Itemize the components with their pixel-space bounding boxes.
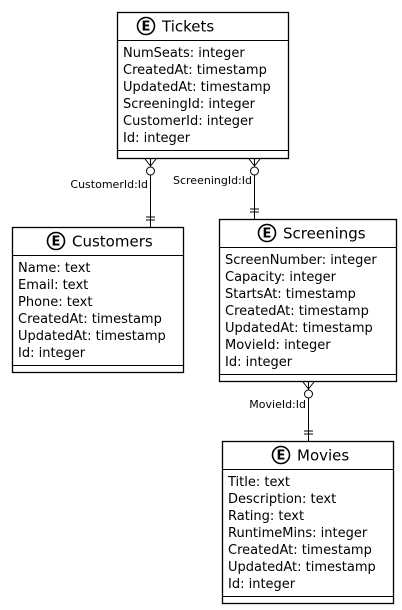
entity-title: Customers bbox=[72, 233, 153, 251]
entity-field: Email: text bbox=[18, 278, 88, 293]
entity-title: Tickets bbox=[161, 18, 214, 36]
svg-text:E: E bbox=[142, 20, 151, 35]
entity-field: CreatedAt: timestamp bbox=[228, 543, 372, 558]
entity-field: Id: integer bbox=[123, 131, 191, 146]
entity-title: Screenings bbox=[283, 225, 366, 243]
relationship-tickets-customers: CustomerId:Id bbox=[70, 158, 157, 227]
entity-field: CreatedAt: timestamp bbox=[123, 63, 267, 78]
relationship-tickets-screenings: ScreeningId:Id bbox=[173, 158, 261, 219]
entity-customers-box bbox=[11, 226, 185, 374]
entity-field: Phone: text bbox=[18, 295, 92, 310]
entity-field: Id: integer bbox=[225, 355, 293, 370]
entity-screenings: E Screenings ScreenNumber: integer Capac… bbox=[218, 218, 398, 383]
entity-field: ScreeningId: integer bbox=[123, 97, 256, 112]
entity-movies-box bbox=[221, 440, 395, 605]
entity-tickets-box bbox=[116, 11, 290, 160]
entity-tickets: E Tickets NumSeats: integer CreatedAt: t… bbox=[116, 11, 290, 160]
entity-title: Movies bbox=[297, 447, 349, 465]
svg-text:E: E bbox=[277, 449, 286, 464]
entity-field: Id: integer bbox=[18, 346, 86, 361]
relationship-label: MovieId:Id bbox=[249, 398, 306, 411]
entity-field: Id: integer bbox=[228, 577, 296, 592]
entity-field: UpdatedAt: timestamp bbox=[123, 80, 271, 95]
entity-icon: E bbox=[271, 445, 291, 465]
relationship-label: CustomerId:Id bbox=[70, 178, 148, 191]
entity-field: CreatedAt: timestamp bbox=[18, 312, 162, 327]
entity-field: Name: text bbox=[18, 261, 91, 276]
entity-field: NumSeats: integer bbox=[123, 46, 245, 61]
entity-field: RuntimeMins: integer bbox=[228, 526, 368, 541]
entity-movies: E Movies Title: text Description: text R… bbox=[221, 440, 395, 605]
entity-icon: E bbox=[257, 223, 277, 243]
entity-field: MovieId: integer bbox=[225, 338, 331, 353]
entity-field: CustomerId: integer bbox=[123, 114, 254, 129]
entity-field: UpdatedAt: timestamp bbox=[225, 321, 373, 336]
entity-field: StartsAt: timestamp bbox=[225, 287, 356, 302]
relationship-label: ScreeningId:Id bbox=[173, 174, 252, 187]
entity-icon: E bbox=[46, 231, 66, 251]
entity-screenings-box bbox=[218, 218, 398, 383]
entity-field: Description: text bbox=[228, 492, 336, 507]
relationship-screenings-movies: MovieId:Id bbox=[249, 381, 315, 441]
entity-field: Title: text bbox=[227, 475, 290, 490]
entity-field: Capacity: integer bbox=[225, 270, 337, 285]
entity-customers: E Customers Name: text Email: text Phone… bbox=[11, 226, 185, 374]
entity-field: CreatedAt: timestamp bbox=[225, 304, 369, 319]
entity-icon: E bbox=[136, 16, 156, 36]
entity-field: Rating: text bbox=[228, 509, 304, 524]
svg-text:E: E bbox=[263, 227, 272, 242]
entity-field: ScreenNumber: integer bbox=[225, 253, 377, 268]
entity-field: UpdatedAt: timestamp bbox=[228, 560, 376, 575]
svg-text:E: E bbox=[52, 235, 61, 250]
entity-field: UpdatedAt: timestamp bbox=[18, 329, 166, 344]
